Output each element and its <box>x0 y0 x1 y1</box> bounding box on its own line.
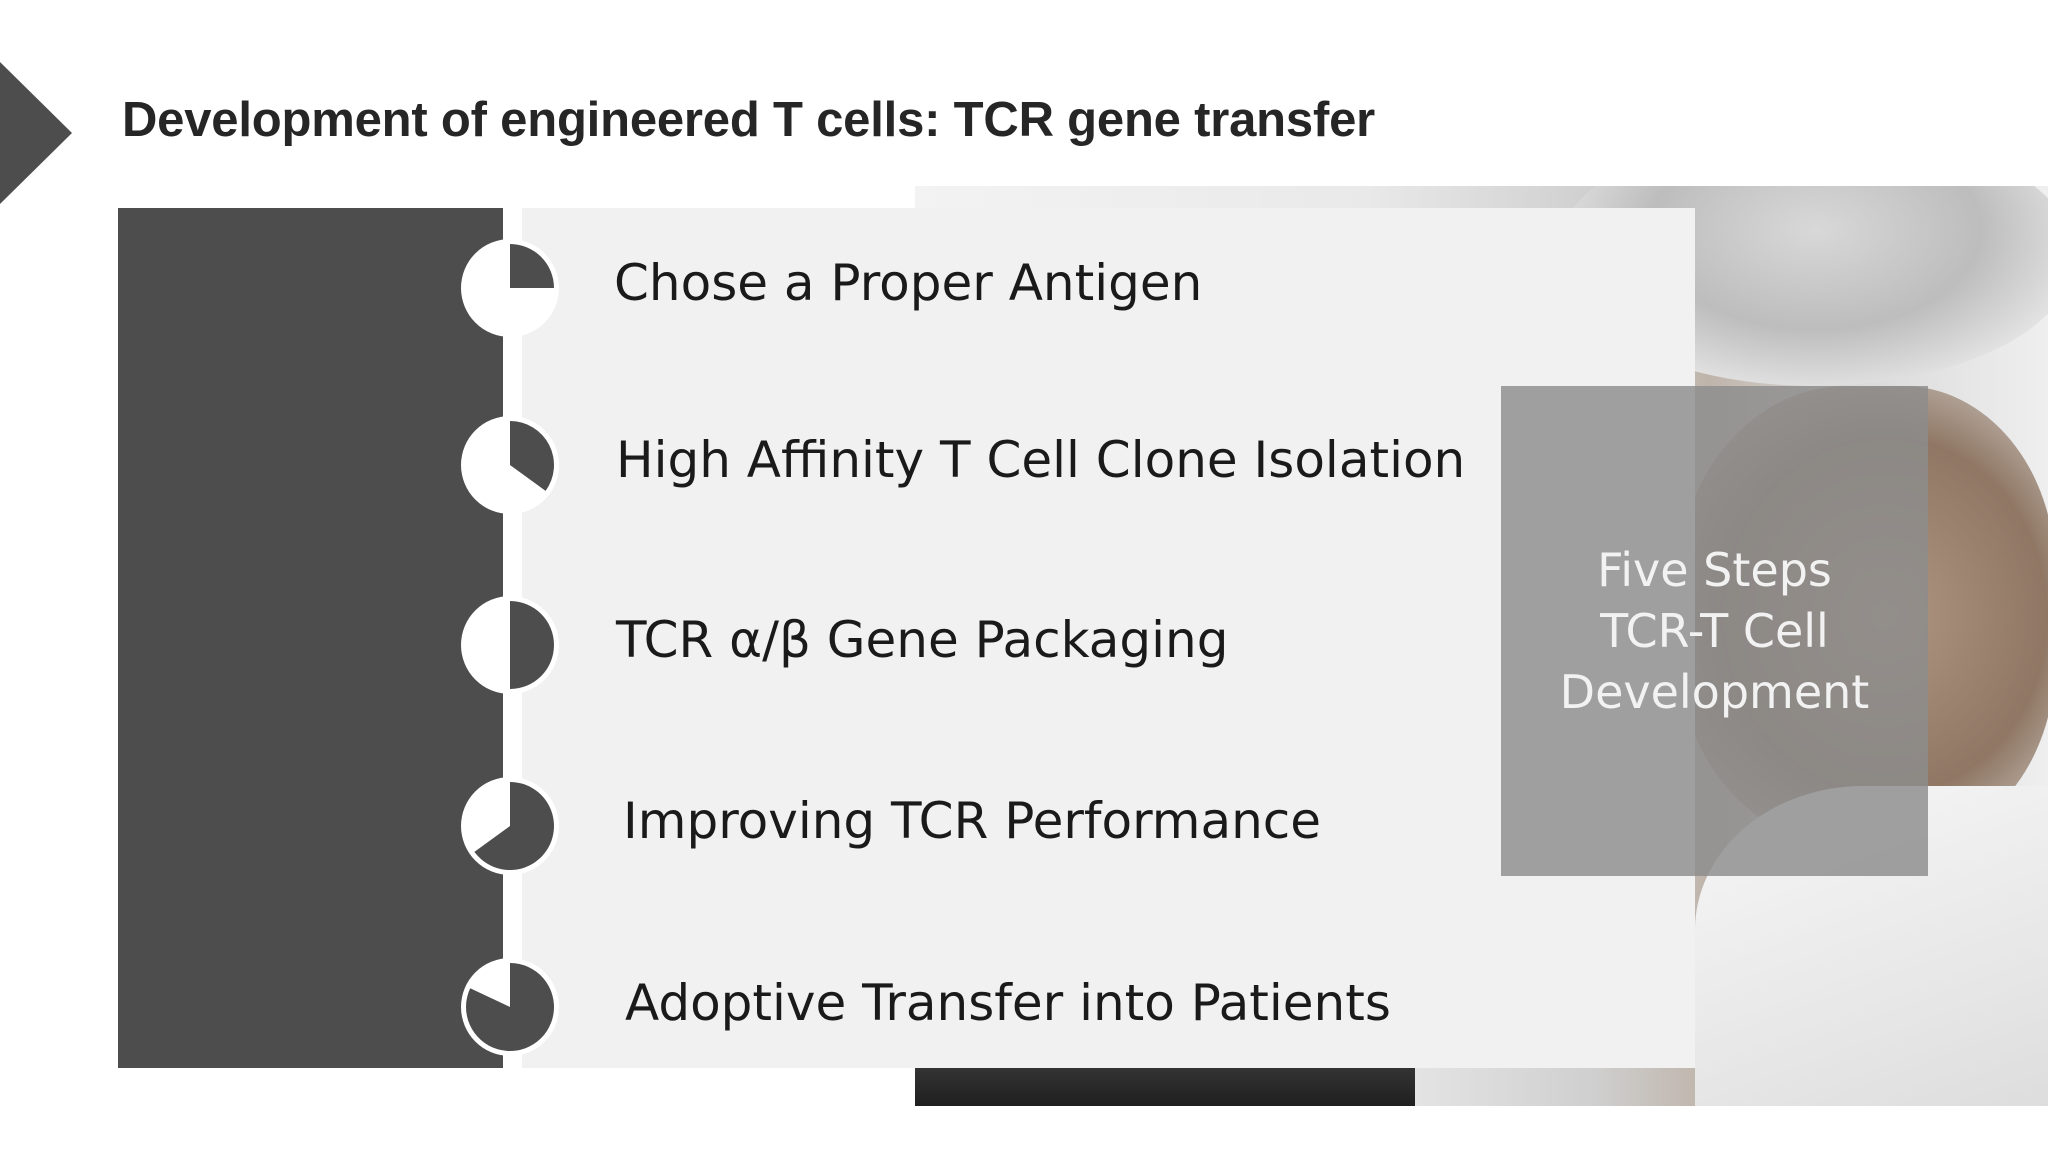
step-4-label: Improving TCR Performance <box>623 792 1322 850</box>
step-3-progress-icon <box>461 596 559 694</box>
dark-side-panel <box>118 208 503 1068</box>
step-5-label: Adoptive Transfer into Patients <box>625 974 1391 1032</box>
caption-line-1: Five Steps <box>1597 542 1832 597</box>
caption-line-3: Development <box>1559 664 1870 719</box>
step-2-label: High Affinity T Cell Clone Isolation <box>616 431 1466 489</box>
title-arrow-marker <box>0 62 72 204</box>
step-5-progress-icon <box>461 958 559 1056</box>
step-2-progress-icon <box>461 416 559 514</box>
step-1-label: Chose a Proper Antigen <box>614 254 1203 312</box>
step-1-progress-icon <box>461 239 559 337</box>
steps-panel <box>522 208 1695 1068</box>
slide-title: Development of engineered T cells: TCR g… <box>122 93 1376 147</box>
caption-line-2: TCR-T Cell <box>1600 603 1829 658</box>
five-steps-caption-box: Five Steps TCR-T Cell Development <box>1501 386 1928 876</box>
step-3-label: TCR α/β Gene Packaging <box>616 611 1229 669</box>
step-4-progress-icon <box>461 777 559 875</box>
